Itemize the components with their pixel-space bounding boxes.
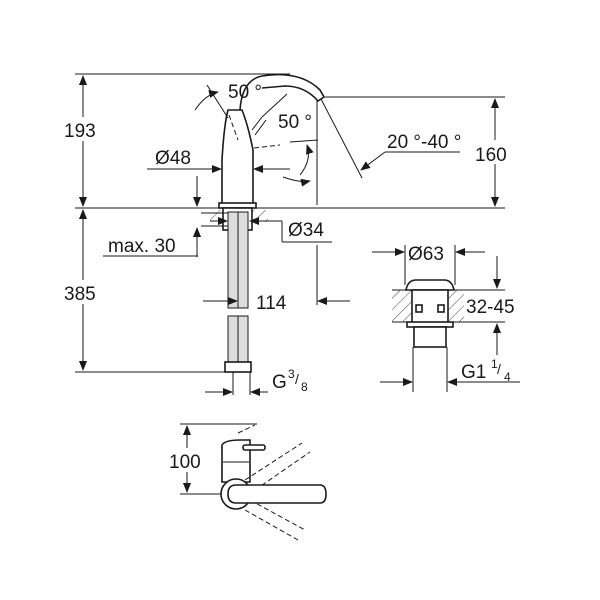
- dim-385-label: 385: [64, 284, 96, 305]
- dimension-max30: max. 30: [103, 176, 201, 257]
- connection-frac-slash: /: [295, 371, 299, 387]
- dimension-g114: G1 1 / 4: [380, 357, 520, 386]
- dimension-193: 193: [62, 75, 108, 207]
- waste-frac-den: 4: [504, 370, 511, 384]
- dimension-d34: Ø34: [210, 217, 332, 243]
- connection-frac-den: 8: [301, 380, 308, 394]
- d34-label: Ø34: [288, 220, 324, 241]
- waste-frac-slash: /: [497, 361, 501, 377]
- dimension-160: 160: [474, 98, 516, 207]
- swivel-label: 20 °-40 °: [387, 132, 461, 153]
- dim-160-label: 160: [475, 145, 507, 166]
- dimension-385: 385: [62, 209, 108, 371]
- connection-label: G: [272, 372, 287, 393]
- swivel-dimension: 20 °-40 °: [320, 98, 461, 179]
- dimension-d48: Ø48: [147, 148, 290, 173]
- connection-frac-num: 3: [288, 367, 295, 381]
- dim-193-label: 193: [64, 121, 96, 142]
- reach-114-label: 114: [256, 293, 287, 314]
- d48-label: Ø48: [155, 148, 191, 169]
- top-view: 100: [166, 423, 327, 541]
- max30-label: max. 30: [108, 236, 176, 257]
- lever-angle-top-label: 50 °: [228, 82, 262, 103]
- dimension-114: 114: [203, 293, 350, 314]
- d63-label: Ø63: [408, 244, 444, 265]
- waste-thread-label: G1: [461, 362, 486, 383]
- faucet-body: [194, 73, 326, 209]
- reference-lines: [75, 73, 505, 373]
- deck-mount: [201, 207, 268, 395]
- waste-valve: [392, 279, 505, 392]
- dimension-g38: G 3 / 8: [205, 367, 308, 396]
- dimension-d63: Ø63: [372, 244, 485, 285]
- lever-angle-side-label: 50 °: [278, 112, 312, 133]
- waste-frac-num: 1: [491, 357, 498, 371]
- lever-reach-label: 100: [169, 452, 201, 473]
- waste-range-label: 32-45: [466, 297, 515, 318]
- dimension-32-45: 32-45: [466, 256, 515, 355]
